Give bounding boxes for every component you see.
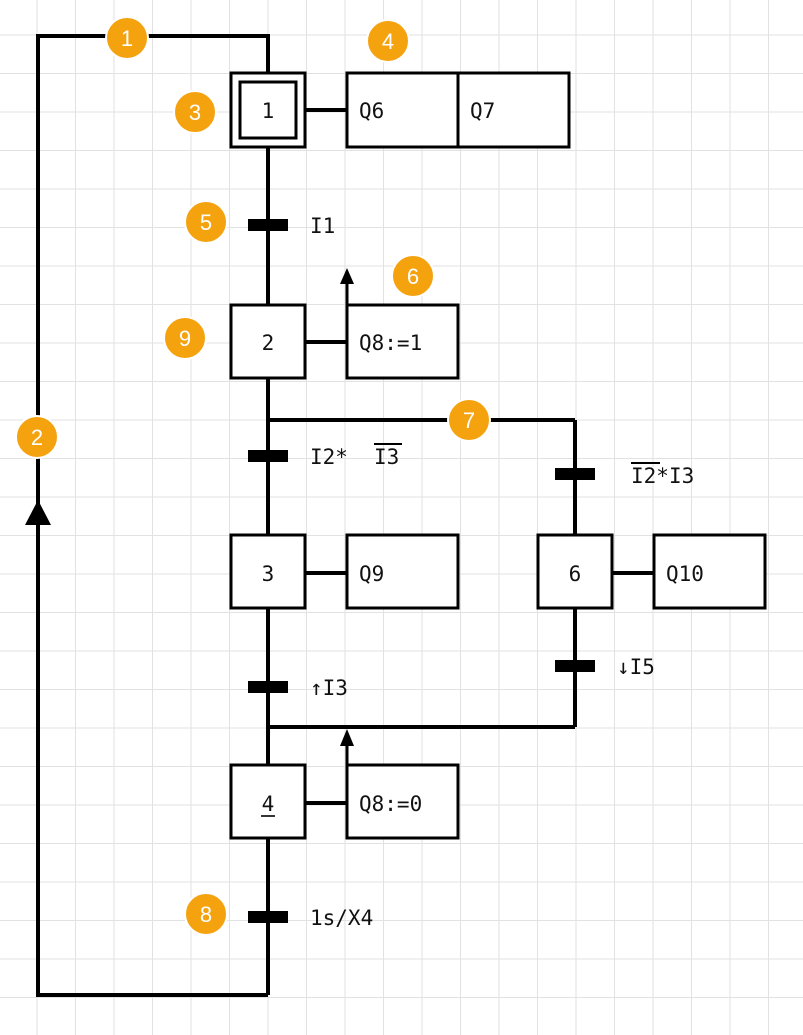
step-4[interactable] — [229, 763, 307, 840]
action-label-q8-set: Q8:=1 — [359, 331, 422, 355]
step-3[interactable] — [229, 533, 307, 610]
svg-text:6: 6 — [407, 264, 419, 289]
action-labels: Q6 Q7 Q8:=1 Q9 Q10 Q8:=0 — [359, 99, 704, 816]
action-label-q9: Q9 — [359, 562, 384, 586]
loop-back-line — [36, 34, 270, 997]
transition-bar-rising-i3 — [248, 681, 288, 693]
action-label-q6: Q6 — [359, 99, 384, 123]
svg-text:1: 1 — [121, 26, 133, 51]
transition-bar-falling-i5 — [555, 660, 595, 672]
rising-arrow-head-step4 — [340, 729, 354, 746]
action-label-q7: Q7 — [470, 99, 495, 123]
steps — [229, 71, 614, 840]
condition-rising-i3: ↑I3 — [310, 676, 348, 700]
callout-badge-5: 5 — [184, 200, 228, 244]
callout-badge-4: 4 — [366, 19, 410, 63]
callout-badge-2: 2 — [15, 415, 59, 459]
condition-not-i2-i3: I2*I3 — [631, 464, 694, 488]
svg-text:5: 5 — [200, 210, 212, 235]
callout-badge-1: 1 — [105, 16, 149, 60]
transition-bars — [248, 219, 595, 923]
action-box-q7[interactable] — [456, 71, 571, 149]
svg-text:4: 4 — [382, 29, 394, 54]
step-1-label: 1 — [262, 99, 275, 123]
transition-bar-i1 — [248, 219, 288, 231]
action-box-q10[interactable] — [652, 533, 767, 610]
transition-bar-i2-not-i3 — [248, 450, 288, 462]
step-6-label: 6 — [569, 562, 582, 586]
transition-conditions: I1 I2* I3 I2*I3 ↑I3 ↓I5 1s/X4 — [310, 214, 694, 930]
transition-bar-timer — [248, 911, 288, 923]
callout-badge-9: 9 — [163, 316, 207, 360]
step-4-label: 4 — [262, 792, 275, 816]
rising-arrow-head-step2 — [340, 268, 354, 284]
transition-bar-not-i2-i3 — [555, 468, 595, 480]
step-labels: 1 2 3 6 4 — [262, 99, 582, 816]
action-box-q8-set[interactable] — [345, 303, 460, 380]
action-boxes — [345, 71, 767, 840]
event-arrows — [340, 268, 354, 765]
svg-text:3: 3 — [189, 100, 201, 125]
callout-badges: 1 2 3 4 5 6 7 8 — [15, 16, 491, 936]
svg-text:8: 8 — [200, 902, 212, 927]
svg-text:2: 2 — [31, 425, 43, 450]
condition-i2-part: I2* — [310, 445, 361, 469]
condition-falling-i5: ↓I5 — [617, 655, 655, 679]
step-1-inner — [238, 80, 298, 140]
action-box-q9[interactable] — [345, 533, 460, 610]
step-3-label: 3 — [262, 562, 275, 586]
action-label-q10: Q10 — [666, 562, 704, 586]
loop-direction-arrow — [25, 500, 51, 525]
action-label-q8-reset: Q8:=0 — [359, 792, 422, 816]
svg-text:7: 7 — [463, 408, 475, 433]
step-6[interactable] — [536, 533, 614, 610]
condition-i2-not-i3: I2* I3 — [310, 445, 399, 469]
step-2[interactable] — [229, 303, 307, 380]
condition-i1: I1 — [310, 214, 335, 238]
condition-not-i2-part: I2 — [631, 464, 656, 488]
condition-i3-part: *I3 — [656, 464, 694, 488]
callout-badge-8: 8 — [184, 892, 228, 936]
callout-badge-3: 3 — [173, 90, 217, 134]
step-2-label: 2 — [262, 331, 275, 355]
callout-badge-6: 6 — [391, 254, 435, 298]
action-box-q8-reset[interactable] — [345, 763, 460, 840]
condition-not-i3-part: I3 — [374, 445, 399, 469]
callout-badge-7: 7 — [447, 398, 491, 442]
connection-lines — [36, 34, 654, 997]
action-box-q6[interactable] — [345, 71, 460, 149]
condition-timer: 1s/X4 — [310, 906, 373, 930]
svg-text:9: 9 — [179, 326, 191, 351]
